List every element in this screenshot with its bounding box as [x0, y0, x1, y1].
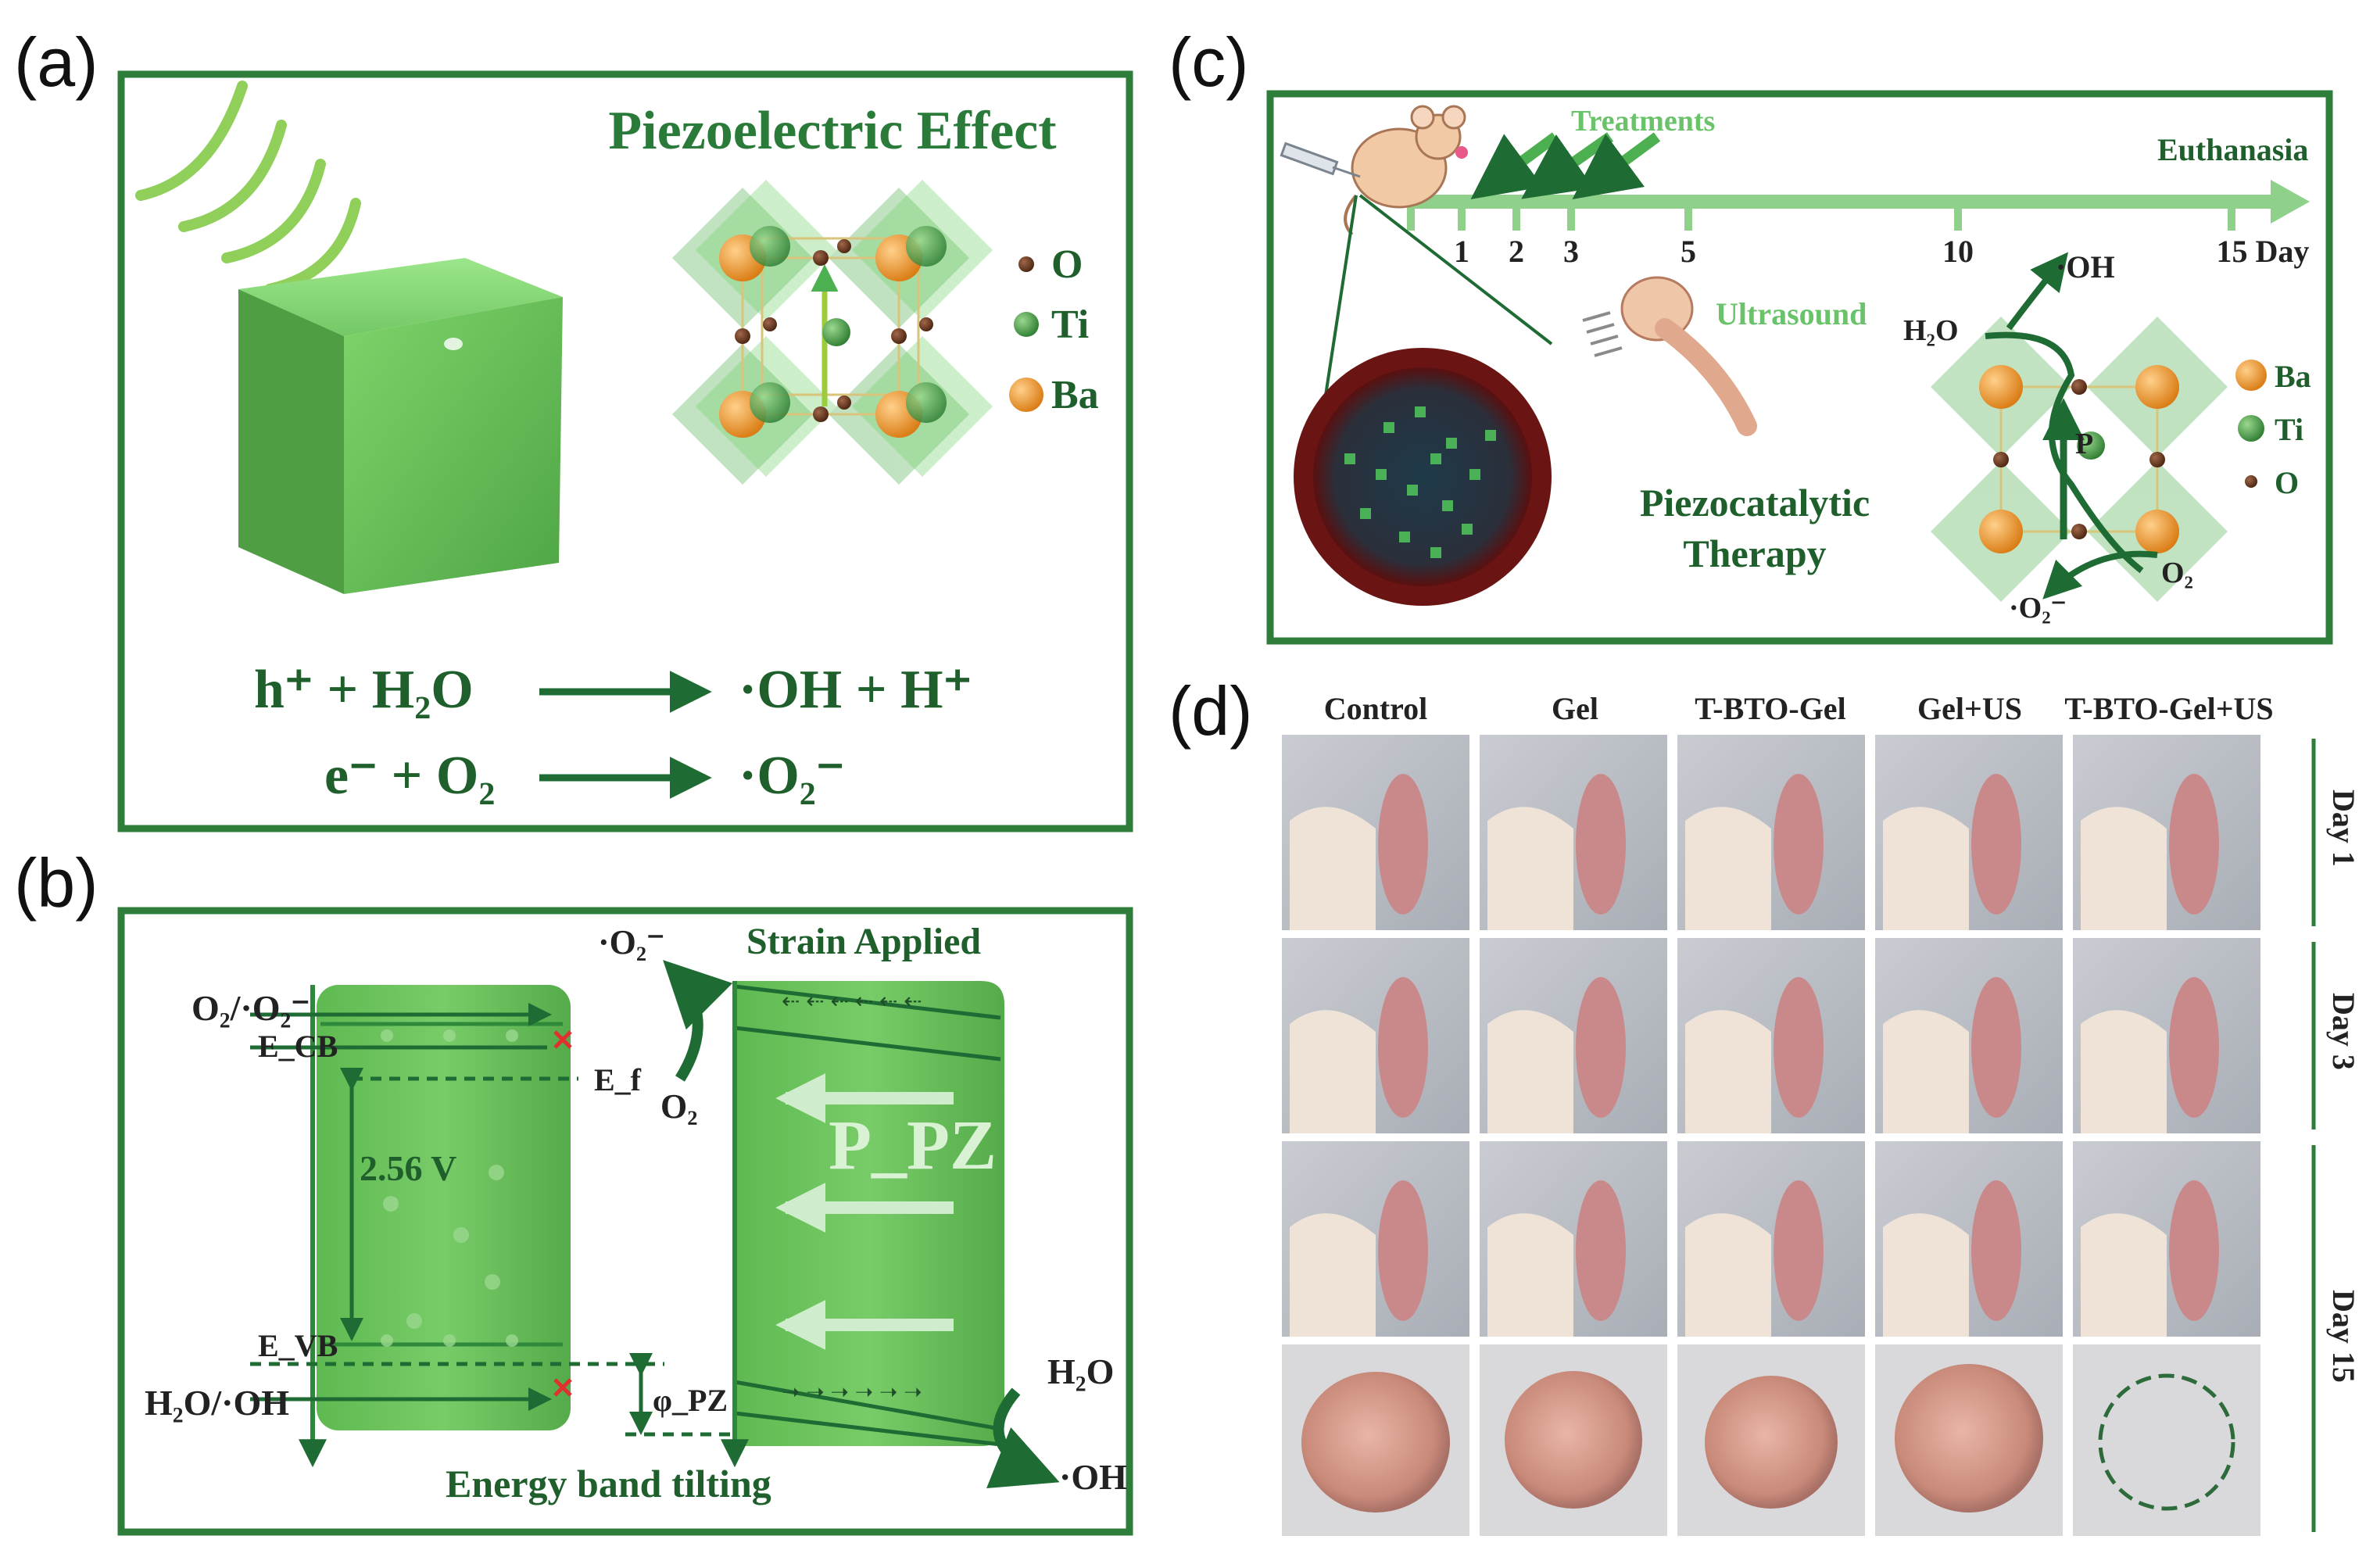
equation-1-right: ·OH + H⁺	[739, 660, 972, 720]
ti-legend-icon-c	[2238, 415, 2264, 442]
sound-wave-icon	[135, 81, 361, 295]
superoxide-label-c: ·O₂⁻	[2009, 592, 2067, 625]
band-block-strained: ⇠ ⇠ ⇠ ⇠ ⇠ ⇠ ➝ ➝ ➝ ➝ ➝ ➝	[734, 981, 1004, 1447]
legend-c-o: O	[2275, 465, 2299, 500]
syringe-icon	[1280, 141, 1361, 178]
row-day-15: Day 15	[2326, 1290, 2361, 1383]
band-block-unstrained	[317, 985, 571, 1430]
oh-label-c: ·OH	[2056, 249, 2115, 285]
evb-label: E_VB	[258, 1328, 338, 1363]
svg-text:⇠ ⇠ ⇠ ⇠ ⇠ ⇠: ⇠ ⇠ ⇠ ⇠ ⇠ ⇠	[782, 989, 922, 1013]
day-tick-3: 3	[1563, 234, 1579, 269]
o-legend-icon-c	[2245, 475, 2257, 488]
column-tbto-gel: T-BTO-Gel	[1695, 691, 1845, 726]
day-tick-5: 5	[1681, 234, 1696, 269]
photo-grid	[1282, 735, 2260, 1536]
euthanasia-label: Euthanasia	[2157, 132, 2308, 167]
panel-c-label: (c)	[1169, 23, 1249, 101]
therapy-label-line1: Piezocatalytic	[1640, 481, 1870, 524]
ultrasound-label: Ultrasound	[1716, 296, 1867, 331]
legend-c-ti: Ti	[2275, 412, 2303, 447]
svg-text:➝ ➝ ➝ ➝ ➝ ➝: ➝ ➝ ➝ ➝ ➝ ➝	[782, 1380, 922, 1404]
legend-c-ba: Ba	[2275, 359, 2311, 394]
panel-b-label: (b)	[14, 844, 98, 922]
oh-label-b: ·OH	[1059, 1457, 1127, 1497]
legend-a-o: O	[1051, 242, 1083, 287]
day-tick-2: 2	[1509, 234, 1524, 269]
tumor-illustration	[1294, 348, 1552, 606]
column-tbto-gel-us: T-BTO-Gel+US	[2064, 691, 2273, 726]
row-day-1: Day 1	[2326, 789, 2361, 867]
ba-legend-icon	[1009, 378, 1043, 412]
phi-label: φ_PZ	[653, 1383, 728, 1418]
ba-legend-icon-c	[2235, 360, 2267, 391]
blocked-cross-bottom	[553, 1378, 572, 1397]
treatment-arrows	[1470, 132, 1661, 199]
o2-reduction-arrow	[663, 960, 733, 1082]
batio3-cube	[238, 258, 563, 594]
treatments-label: Treatments	[1571, 105, 1715, 138]
therapy-label-line2: Therapy	[1683, 532, 1826, 575]
ecb-label: E_CB	[258, 1029, 338, 1064]
column-control: Control	[1324, 691, 1428, 726]
legend-a-ti: Ti	[1051, 303, 1089, 347]
superoxide-label-b: ·O₂⁻	[598, 923, 664, 961]
energy-band-caption: Energy band tilting	[446, 1462, 771, 1505]
equation-2-right: ·O₂⁻	[739, 746, 845, 806]
row-day-3: Day 3	[2326, 993, 2361, 1070]
o-legend-icon	[1018, 256, 1034, 272]
column-gel-us: Gel+US	[1917, 691, 2022, 726]
zoom-line-right	[1358, 194, 1553, 345]
legend-a-ba: Ba	[1051, 373, 1099, 417]
h2o-label-b: H₂O	[1047, 1351, 1114, 1391]
ti-legend-icon	[1014, 312, 1039, 337]
column-gel: Gel	[1552, 691, 1598, 726]
mouse-icon	[1344, 105, 1468, 236]
bandgap-label: 2.56 V	[360, 1148, 456, 1188]
equation-2-left: e⁻ + O₂	[324, 746, 495, 806]
polarization-label: P	[2075, 428, 2093, 460]
o2-couple-label: O₂/·O₂⁻	[191, 988, 310, 1028]
h2o-oxidation-arrow	[986, 1387, 1060, 1489]
strain-applied-label: Strain Applied	[746, 921, 981, 962]
day-tick-15: 15 Day	[2217, 234, 2310, 269]
perovskite-lattice-c	[1931, 252, 2228, 602]
perovskite-lattice-a	[672, 180, 993, 485]
equation-1-left: h⁺ + H₂O	[254, 660, 474, 720]
ppz-label: P_PZ	[829, 1107, 997, 1184]
day-tick-1: 1	[1454, 234, 1469, 269]
day-tick-10: 10	[1942, 234, 1974, 269]
ultrasound-probe-icon	[1582, 276, 1757, 436]
panel-d-label: (d)	[1169, 672, 1253, 750]
panel-a-title: Piezoelectric Effect	[608, 101, 1056, 161]
panel-a-label: (a)	[14, 23, 98, 101]
h2o-label-c: H₂O	[1903, 314, 1959, 347]
blocked-cross-top	[553, 1030, 572, 1049]
o2-label-b: O₂	[660, 1087, 697, 1126]
treatment-timeline	[1407, 180, 2310, 231]
zoom-line-left	[1319, 195, 1358, 427]
h2o-couple-label: H₂O/·OH	[145, 1383, 289, 1423]
o2-label-c: O₂	[2161, 557, 2193, 589]
ef-label: E_f	[594, 1062, 642, 1097]
